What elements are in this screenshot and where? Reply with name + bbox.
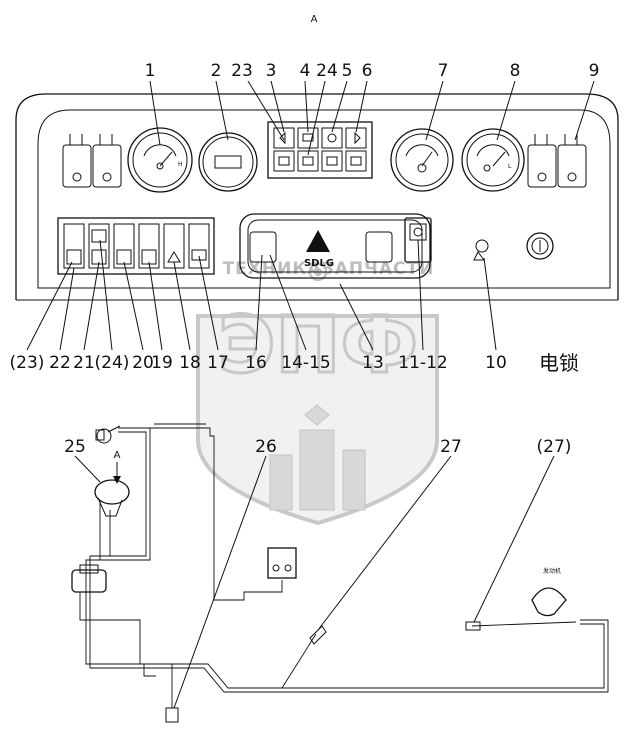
callout-27-paren: (27) <box>537 437 572 457</box>
callout-4: 4 <box>300 61 311 81</box>
callout-26: 26 <box>255 437 277 457</box>
gauge-mark: L <box>508 163 512 170</box>
view-arrow-label: A <box>114 450 121 461</box>
right-warning-switch-group <box>527 134 587 188</box>
left-warning-switch-group <box>62 134 122 188</box>
callout-7: 7 <box>438 61 449 81</box>
callout-1: 1 <box>145 61 156 81</box>
callout-5: 5 <box>342 61 353 81</box>
logo-text: SDLG <box>304 258 334 269</box>
top-callouts: 1 2 23 3 4 24 5 6 7 8 9 <box>145 61 600 156</box>
hour-meter <box>198 132 258 192</box>
callout-2: 2 <box>211 61 222 81</box>
callout-11-12: 11-12 <box>398 353 447 373</box>
ignition-lock <box>526 232 554 260</box>
callout-27: 27 <box>440 437 462 457</box>
view-label: A <box>311 14 318 25</box>
callout-20: 20 <box>132 353 154 373</box>
watermark-right-text: ЗАПЧАСТИ <box>322 259 435 279</box>
callout-6: 6 <box>362 61 373 81</box>
callout-25: 25 <box>64 437 86 457</box>
bottom-callouts: (23) 22 21 (24) 20 19 18 17 16 14-15 13 … <box>10 239 579 375</box>
callout-14-15: 14-15 <box>281 353 330 373</box>
part-26-relay-box <box>165 547 297 723</box>
wiring-harness <box>71 423 609 708</box>
gauge-oil-pressure: L <box>461 128 525 192</box>
part-27-sensor: 发动机 <box>309 567 567 645</box>
panel-inner-outline <box>37 109 611 289</box>
callout-24-paren: (24) <box>95 353 130 373</box>
callout-17: 17 <box>207 353 229 373</box>
callout-21: 21 <box>73 353 95 373</box>
key-switch-10 <box>473 239 489 261</box>
sdlg-logo-icon <box>306 230 330 252</box>
callout-19: 19 <box>151 353 173 373</box>
callout-23-paren: (23) <box>10 353 45 373</box>
watermark-left-text: ТЕХНИКА <box>223 259 322 279</box>
callout-22: 22 <box>49 353 71 373</box>
callout-16: 16 <box>245 353 267 373</box>
panel-outer-outline <box>15 93 619 300</box>
callout-13: 13 <box>362 353 384 373</box>
rocker-switch-row <box>57 217 215 275</box>
watermark-letters: ЭПФ <box>218 301 418 391</box>
callout-10: 10 <box>485 353 507 373</box>
view-arrow-a: A <box>113 450 121 484</box>
watermark: ЭПФ ТЕХНИКА ЗАПЧАСТИ <box>196 259 439 526</box>
watermark-wheat-icon <box>269 404 366 511</box>
sensor-small-label: 发动机 <box>543 567 561 575</box>
dashboard-panel <box>15 93 619 301</box>
callout-9: 9 <box>589 61 600 81</box>
callout-18: 18 <box>179 353 201 373</box>
gauge-mark: H <box>178 161 183 168</box>
callout-23: 23 <box>231 61 253 81</box>
part-25-horn <box>94 425 130 517</box>
callout-3: 3 <box>266 61 277 81</box>
lower-callouts: 25 26 27 (27) <box>64 437 572 709</box>
callout-ignition-lock: 电锁 <box>539 351 579 375</box>
callout-24: 24 <box>316 61 338 81</box>
gauge-fuel-level <box>390 128 454 192</box>
callout-8: 8 <box>510 61 521 81</box>
gauge-water-temperature: H <box>127 127 193 193</box>
center-logo-plate: SDLG <box>239 213 431 279</box>
